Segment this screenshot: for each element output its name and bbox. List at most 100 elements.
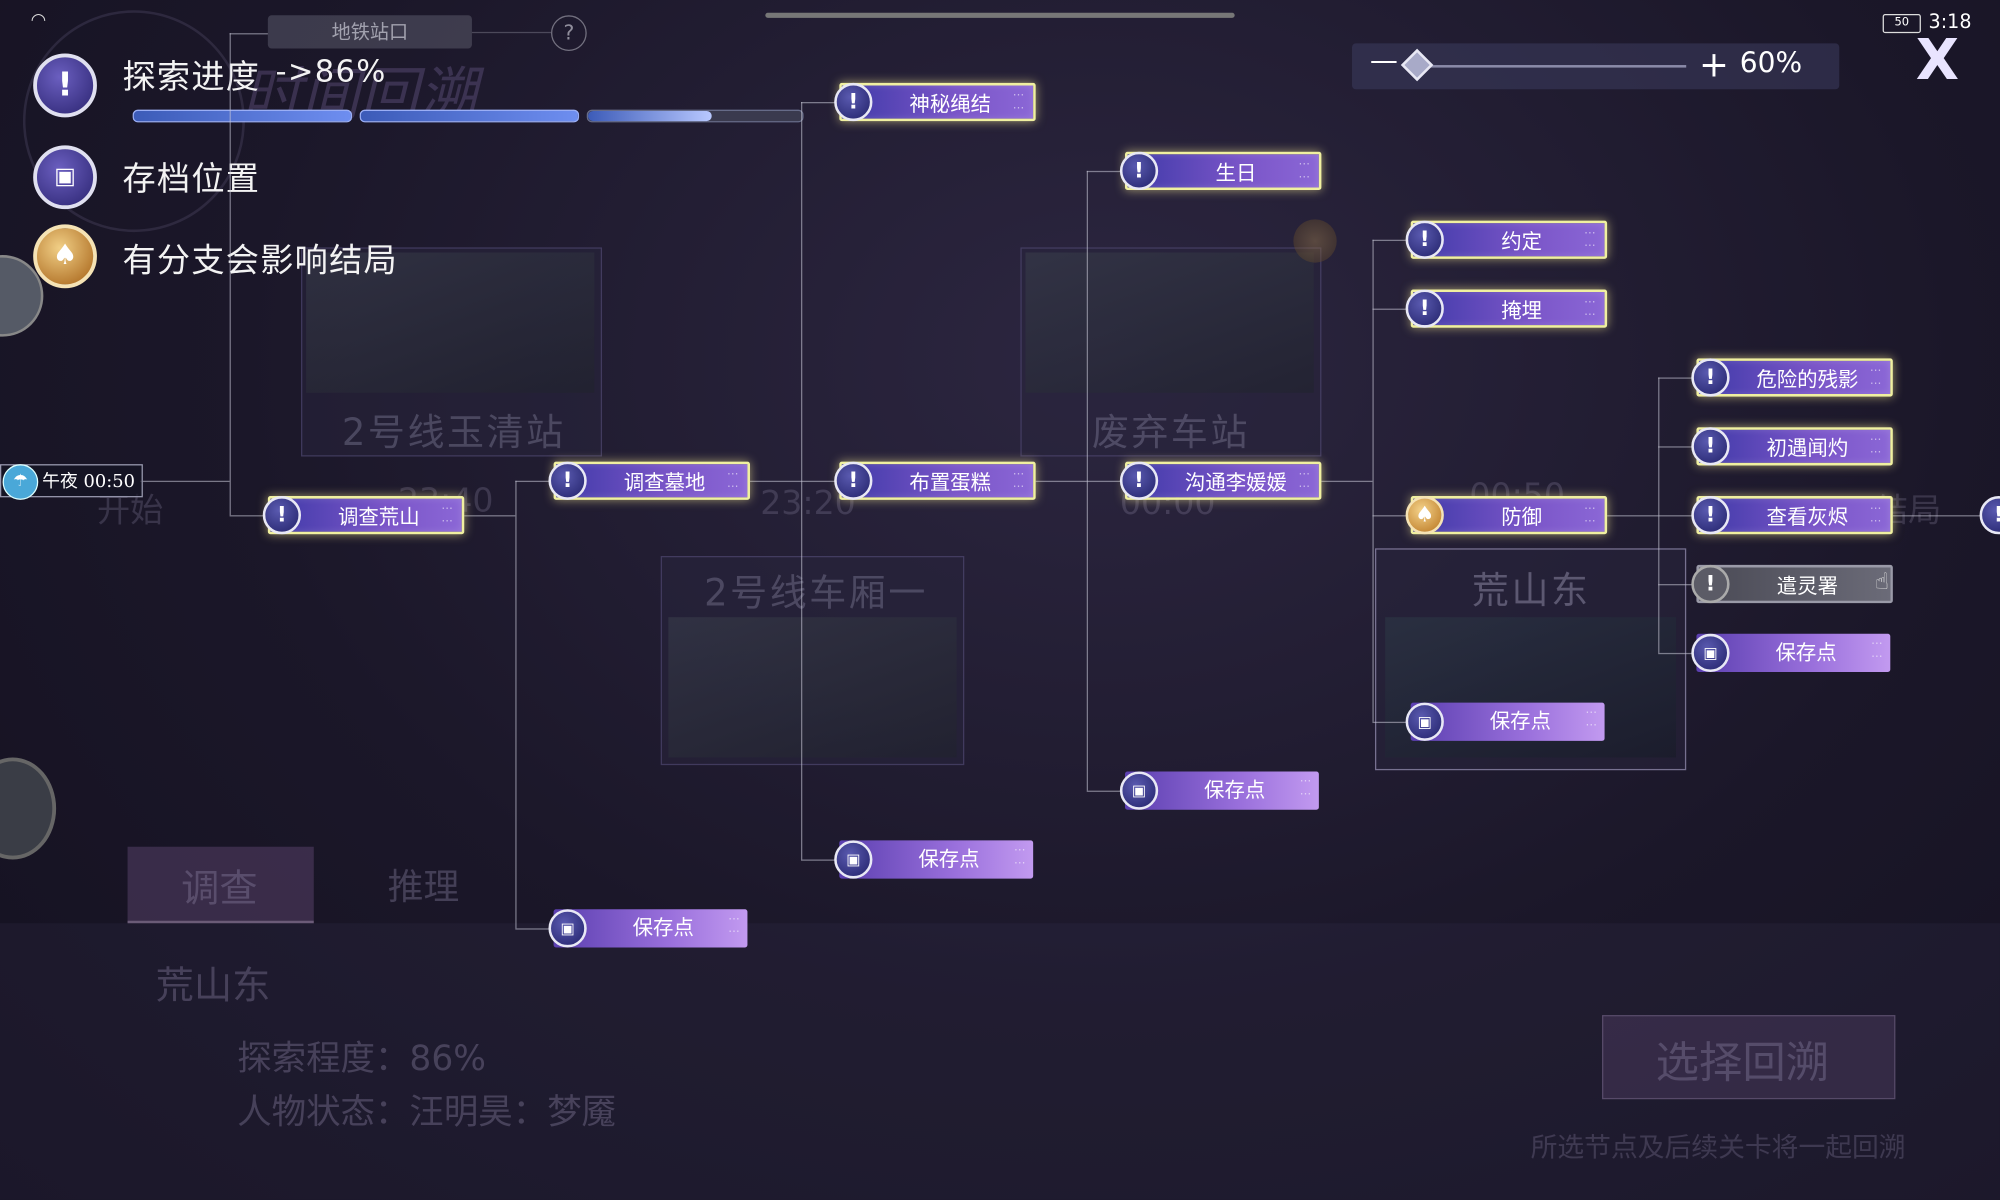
tab-investigate-label: 调查 bbox=[181, 867, 258, 912]
line-e-2 bbox=[1372, 308, 1411, 310]
save-dots: ⋯⋯ bbox=[728, 913, 740, 939]
save-icon: ▣ bbox=[1119, 771, 1159, 810]
close-icon[interactable]: X bbox=[1915, 28, 1960, 94]
zoom-minus-button[interactable]: — bbox=[1369, 45, 1398, 78]
node-label: 查看灰烬 bbox=[1766, 504, 1849, 530]
line-f-2 bbox=[1658, 446, 1697, 448]
node-label: 调查墓地 bbox=[623, 470, 706, 495]
zoom-plus-button[interactable]: + bbox=[1698, 43, 1729, 86]
node-diaocha-mudi[interactable]: 调查墓地 ⋯⋯ bbox=[553, 461, 750, 500]
branch-legend-label: 有分支会影响结局 bbox=[122, 242, 398, 281]
progress-bar-seg-3-fill bbox=[588, 110, 713, 122]
node-label: 防御 bbox=[1501, 504, 1543, 530]
save-legend-label: 存档位置 bbox=[122, 160, 261, 199]
save-dots: ⋯⋯ bbox=[1014, 844, 1026, 870]
station-connector bbox=[471, 31, 552, 34]
node-dots: ⋯⋯ bbox=[441, 502, 455, 528]
node-dots: ⋯⋯ bbox=[1869, 502, 1883, 528]
node-label: 危险的残影 bbox=[1756, 367, 1859, 392]
line-mudi-out bbox=[749, 480, 802, 483]
character-state: 人物状态：汪明昊：梦魇 bbox=[237, 1092, 617, 1133]
progress-label: 探索进度 bbox=[122, 58, 261, 97]
bottom-panel bbox=[0, 923, 2000, 1200]
line-a-top bbox=[229, 33, 268, 35]
line-a-bot bbox=[229, 515, 268, 517]
save-label: 保存点 bbox=[1775, 640, 1837, 665]
node-label: 掩埋 bbox=[1501, 298, 1543, 323]
node-chakan-huijin[interactable]: 查看灰烬 ⋯⋯ bbox=[1696, 496, 1893, 535]
scene-title-yuqing: 2号线玉清站 bbox=[341, 410, 566, 454]
battery-icon: 50 bbox=[1882, 14, 1921, 34]
branch-flame-icon: ♠ bbox=[1405, 496, 1444, 535]
node-dots: ⋯⋯ bbox=[1584, 295, 1597, 322]
save-label: 保存点 bbox=[632, 915, 694, 940]
node-label: 初遇闻灼 bbox=[1766, 436, 1849, 461]
line-f-4 bbox=[1658, 584, 1697, 586]
exclamation-icon: ! bbox=[834, 461, 873, 500]
tab-investigate[interactable] bbox=[127, 846, 314, 924]
save-label: 保存点 bbox=[918, 846, 980, 871]
save-point-3[interactable]: 保存点⋯⋯ bbox=[1124, 771, 1319, 810]
side-handle-bottom[interactable] bbox=[0, 757, 57, 860]
scene-title-feiqi: 废弃车站 bbox=[1091, 410, 1251, 454]
node-dots: ⋯⋯ bbox=[1869, 364, 1883, 391]
save-dots: ⋯⋯ bbox=[1299, 775, 1312, 801]
exclamation-icon: ! bbox=[1405, 220, 1444, 259]
save-icon: ▣ bbox=[1691, 633, 1730, 673]
node-dots: ⋯⋯ bbox=[1298, 467, 1312, 494]
exclamation-icon: ! bbox=[262, 496, 302, 535]
exclamation-icon: ! bbox=[834, 82, 873, 122]
line-d-mid bbox=[1086, 480, 1125, 483]
node-dots: ⋯⋯ bbox=[1012, 467, 1026, 494]
exclamation-icon: ! bbox=[1405, 289, 1444, 328]
exclamation-legend-icon: ! bbox=[33, 53, 97, 118]
scene-image-feiqi bbox=[1025, 252, 1314, 393]
line-v-b bbox=[515, 480, 517, 929]
line-fangyu-out bbox=[1607, 515, 1659, 517]
line-b-top bbox=[515, 480, 554, 483]
line-c-top bbox=[801, 102, 840, 104]
line-e-1 bbox=[1372, 239, 1411, 242]
node-dots: ⋯⋯ bbox=[1012, 89, 1026, 115]
select-rewind-label: 选择回溯 bbox=[1655, 1038, 1830, 1090]
station-tag: 地铁站口 bbox=[267, 15, 472, 49]
zoom-value: 60% bbox=[1739, 48, 1803, 81]
node-label: 沟通李媛媛 bbox=[1184, 470, 1287, 495]
scene-title-huangshan: 荒山东 bbox=[1471, 568, 1591, 613]
scene-title-chexiang: 2号线车厢一 bbox=[704, 571, 928, 615]
scene-image-chexiang bbox=[668, 617, 957, 758]
exclamation-icon: ! bbox=[1691, 358, 1730, 397]
end-node-icon[interactable]: ! bbox=[1979, 496, 2000, 535]
line-d-bot bbox=[1086, 790, 1125, 792]
exclamation-icon-gray: ! bbox=[1691, 564, 1730, 604]
node-label: 布置蛋糕 bbox=[909, 470, 992, 495]
line-goutong-out bbox=[1321, 480, 1373, 483]
select-rewind-button[interactable] bbox=[1602, 1015, 1896, 1100]
line-d-top bbox=[1086, 170, 1125, 173]
top-pull-handle[interactable] bbox=[765, 12, 1235, 18]
save-dots: ⋯⋯ bbox=[1585, 706, 1597, 732]
clock: 3:18 bbox=[1928, 10, 1972, 34]
exclamation-icon: ! bbox=[1119, 461, 1159, 500]
save-icon: ▣ bbox=[1405, 702, 1444, 741]
node-dots: ⋯⋯ bbox=[727, 467, 740, 494]
node-label: 生日 bbox=[1215, 160, 1257, 185]
zoom-slider-track[interactable] bbox=[1403, 65, 1687, 68]
help-icon[interactable]: ? bbox=[551, 15, 587, 52]
node-diaocha-huangshan[interactable]: 调查荒山⋯⋯ bbox=[267, 496, 465, 535]
line-start bbox=[140, 480, 230, 483]
weather-rain-icon: ☂ bbox=[2, 464, 39, 500]
save-icon: ▣ bbox=[548, 909, 587, 948]
line-f-5 bbox=[1658, 652, 1697, 655]
save-label: 保存点 bbox=[1489, 709, 1552, 734]
start-label: 开始 bbox=[96, 492, 164, 531]
line-buzhi-out bbox=[1035, 480, 1087, 483]
save-point-5[interactable]: 保存点⋯⋯ bbox=[1696, 633, 1891, 673]
scene-image-yuqing bbox=[306, 252, 595, 393]
tab-reasoning-label: 推理 bbox=[387, 865, 460, 908]
node-label: 神秘绳结 bbox=[909, 91, 992, 117]
line-v-e bbox=[1372, 239, 1374, 722]
branch-flame-legend-icon: ♠ bbox=[33, 224, 97, 289]
